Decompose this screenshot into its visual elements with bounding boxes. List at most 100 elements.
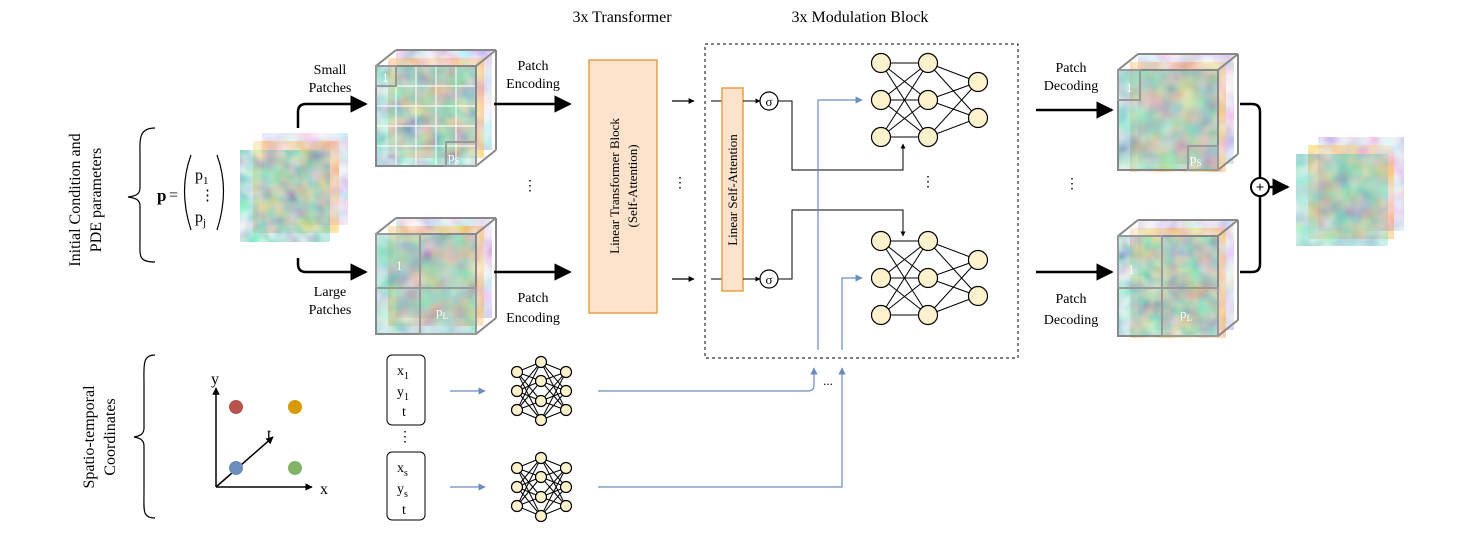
- svg-text:y1: y1: [397, 385, 409, 403]
- svg-text:pL: pL: [1180, 306, 1192, 323]
- large-patch-first-index: 1: [396, 258, 403, 273]
- svg-text:PDE parameters: PDE parameters: [88, 148, 105, 252]
- small-patches-line2: Patches: [309, 81, 352, 96]
- modulation-block: [704, 43, 1019, 359]
- linear-self-attention-block: [721, 87, 744, 292]
- neuron: [870, 230, 892, 252]
- neuron: [917, 89, 939, 111]
- coordinate-network-1: [510, 355, 573, 427]
- initial-condition-stack: [240, 133, 348, 242]
- neuron: [917, 304, 939, 326]
- sample-point-blue: [229, 461, 243, 475]
- svg-text:t: t: [267, 426, 272, 443]
- sample-point-green: [288, 461, 302, 475]
- coordinate-vector-2: xs ys t: [386, 451, 426, 521]
- svg-text:1: 1: [1128, 262, 1135, 277]
- neuron: [870, 89, 892, 111]
- svg-text:1: 1: [1126, 80, 1133, 95]
- neuron: [967, 107, 989, 129]
- ellipsis-features: ...: [823, 373, 833, 388]
- arrow-to-small-patches: [296, 95, 368, 128]
- neuron: [917, 230, 939, 252]
- parameter-vector: p = p1 ⋮ pj: [157, 154, 225, 231]
- linear-transformer-block: [588, 59, 658, 314]
- modulated-network-bottom: [870, 230, 989, 326]
- neuron: [917, 126, 939, 148]
- ellipsis-transformer: ⋮: [673, 176, 687, 191]
- neuron: [534, 509, 548, 523]
- self-attention-label: Linear Self-Attention: [725, 134, 740, 246]
- ellipsis-modulation: ⋮: [921, 175, 935, 190]
- svg-text:Coordinates: Coordinates: [102, 398, 119, 475]
- neuron: [870, 52, 892, 74]
- modulation-connector-top: [778, 100, 906, 171]
- transformer-label-line1: Linear Transformer Block: [607, 118, 622, 254]
- svg-text:ys: ys: [397, 482, 408, 500]
- spatio-brace: [133, 354, 156, 519]
- svg-text:σ: σ: [765, 94, 772, 109]
- neuron: [510, 403, 524, 417]
- decoded-small-cube: 1 pS: [1117, 53, 1239, 172]
- coordinate-network-2: [510, 451, 573, 523]
- neuron: [559, 499, 573, 513]
- patch-decoding-top-line1: Patch: [1055, 61, 1086, 76]
- small-patches-line1: Small: [314, 63, 347, 78]
- svg-text:p: p: [157, 186, 166, 205]
- initial-condition-label: Initial Condition and PDE parameters: [67, 133, 105, 266]
- svg-text:pS: pS: [448, 149, 460, 166]
- svg-text:pS: pS: [1190, 151, 1202, 168]
- neuron: [534, 413, 548, 427]
- svg-text:pj: pj: [195, 209, 206, 229]
- header-transformer: 3x Transformer: [572, 9, 672, 26]
- ellipsis-decoding: ⋮: [1065, 177, 1079, 192]
- patch-decoding-bottom-line1: Patch: [1055, 292, 1086, 307]
- ellipsis-coords: ⋮: [398, 430, 412, 445]
- merge-line-top: [1240, 102, 1262, 178]
- arrow-to-large-patches: [296, 258, 368, 281]
- coordinate-axes: y x t: [211, 371, 328, 498]
- patch-encoding-bottom-line2: Encoding: [506, 311, 560, 326]
- neuron: [559, 461, 573, 475]
- transformer-label-line2: (Self-Attention): [625, 144, 640, 227]
- neuron: [510, 365, 524, 379]
- sample-point-orange: [288, 400, 302, 414]
- neuron: [510, 480, 524, 494]
- large-patches-line2: Patches: [309, 303, 352, 318]
- svg-text:pL: pL: [436, 304, 448, 321]
- neuron: [534, 470, 548, 484]
- patch-encoding-top-line2: Encoding: [506, 77, 560, 92]
- header-modulation: 3x Modulation Block: [792, 9, 929, 26]
- neuron: [510, 384, 524, 398]
- spatio-temporal-label: Spatio-temporal Coordinates: [81, 385, 119, 489]
- neuron: [870, 126, 892, 148]
- initial-brace: [127, 127, 156, 263]
- large-patches-line1: Large: [314, 285, 346, 300]
- neuron: [870, 304, 892, 326]
- svg-text:x: x: [320, 481, 328, 498]
- svg-text:Spatio-temporal: Spatio-temporal: [81, 385, 98, 489]
- svg-text:⋮: ⋮: [200, 188, 215, 204]
- sample-point-red: [229, 400, 243, 414]
- neuron: [534, 451, 548, 465]
- patch-encoding-bottom-line1: Patch: [517, 291, 548, 306]
- neuron: [534, 490, 548, 504]
- small-patch-cube: 1 pS: [375, 49, 497, 167]
- decoded-large-cube: 1 pL: [1117, 219, 1239, 338]
- neuron: [510, 499, 524, 513]
- large-patch-cube: 1 pL: [375, 217, 497, 335]
- svg-text:p1: p1: [195, 167, 209, 187]
- coord-connector-bottom: [841, 274, 863, 350]
- svg-text:xs: xs: [397, 461, 408, 479]
- neuron: [559, 403, 573, 417]
- neuron: [870, 267, 892, 289]
- svg-text:x1: x1: [397, 364, 409, 382]
- neuron: [510, 461, 524, 475]
- neuron: [967, 285, 989, 307]
- neuron: [559, 365, 573, 379]
- patch-decoding-bottom-line2: Decoding: [1044, 313, 1098, 328]
- small-patch-first-index: 1: [382, 70, 389, 85]
- modulation-connector-bottom: [778, 209, 906, 280]
- patch-encoding-top-line1: Patch: [517, 59, 548, 74]
- svg-text:Initial Condition and: Initial Condition and: [67, 133, 84, 266]
